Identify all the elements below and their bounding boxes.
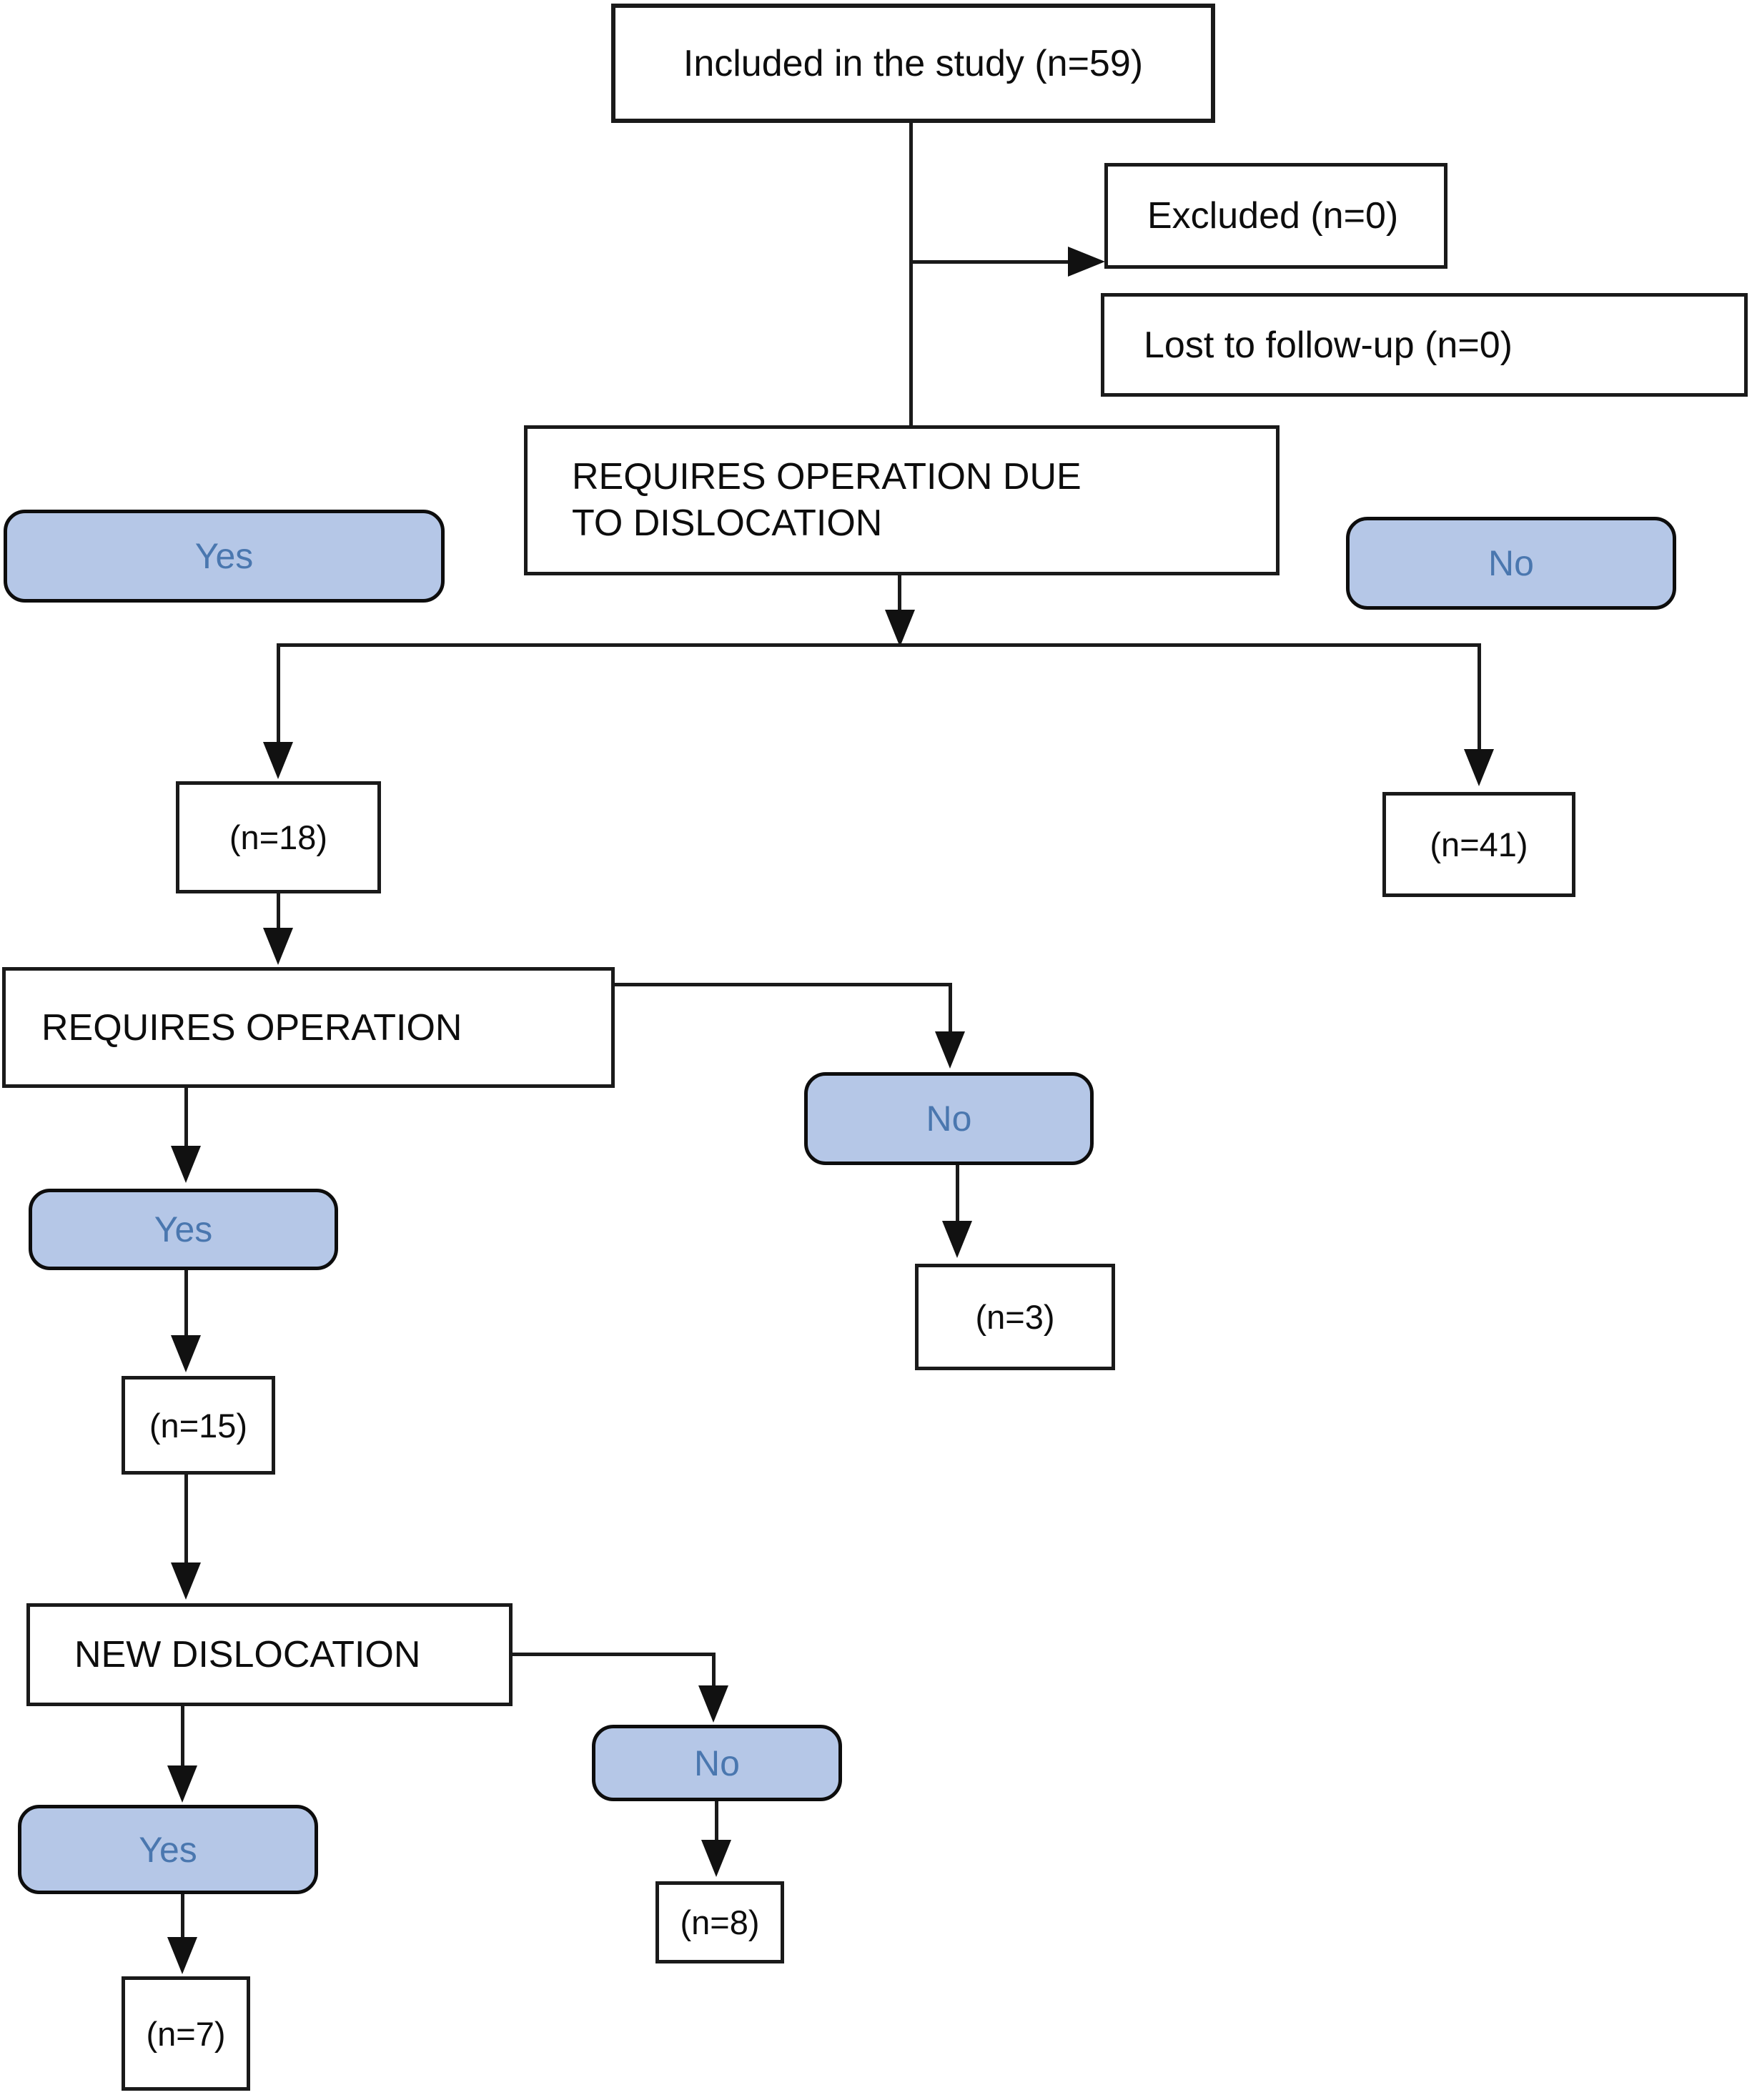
connector-yes3-to-n7 [181, 1894, 184, 1940]
decision-no2-label: No [926, 1099, 972, 1139]
flow-node-lost-label: Lost to follow-up (n=0) [1144, 324, 1513, 366]
connector-no2-to-n3 [956, 1165, 959, 1224]
arrowhead-no2-icon [935, 1031, 965, 1069]
flow-node-n7-label: (n=7) [146, 2014, 226, 2053]
connector-new-dislocation-to-yes [181, 1706, 184, 1768]
arrowhead-yes3-icon [167, 1765, 197, 1803]
connector-requires-operation-to-yes [184, 1088, 188, 1149]
flow-node-n3: (n=3) [915, 1264, 1115, 1370]
flow-node-new-dislocation: NEW DISLOCATION [26, 1603, 513, 1706]
flow-node-n15: (n=15) [122, 1376, 275, 1475]
decision-no3-label: No [694, 1743, 740, 1783]
connector-branch-to-n18 [277, 643, 280, 745]
arrowhead-n3-icon [942, 1221, 972, 1258]
flow-node-included: Included in the study (n=59) [611, 4, 1215, 123]
flow-node-n8-label: (n=8) [680, 1903, 760, 1941]
connector-no3-to-n8 [715, 1801, 718, 1843]
flow-node-n41-label: (n=41) [1430, 826, 1528, 863]
connector-new-dislocation-to-no-h [513, 1653, 716, 1656]
flow-node-n3-label: (n=3) [975, 1298, 1055, 1336]
decision-yes2-label: Yes [154, 1209, 213, 1249]
arrowhead-n7-icon [167, 1937, 197, 1974]
flow-node-included-label: Included in the study (n=59) [683, 42, 1144, 84]
connector-included-to-requires-op [909, 123, 913, 427]
flow-node-requires-operation-label: REQUIRES OPERATION [41, 1006, 462, 1049]
arrowhead-new-dislocation-icon [171, 1562, 201, 1600]
flow-node-requires-operation: REQUIRES OPERATION [2, 967, 615, 1088]
connector-new-dislocation-to-no-v [712, 1653, 716, 1688]
arrowhead-n18-icon [263, 742, 293, 779]
arrowhead-n15-icon [171, 1335, 201, 1372]
decision-yes3-label: Yes [139, 1829, 197, 1870]
flow-node-n18-label: (n=18) [229, 818, 328, 856]
flow-node-n7: (n=7) [122, 1976, 250, 2091]
arrowhead-no3-icon [698, 1685, 728, 1723]
arrowhead-branch-icon [885, 610, 915, 647]
connector-requires-op-to-branch [898, 575, 901, 613]
flow-node-excluded-label: Excluded (n=0) [1147, 195, 1399, 237]
arrowhead-yes2-icon [171, 1146, 201, 1183]
flow-node-n8: (n=8) [655, 1881, 784, 1963]
flow-node-excluded: Excluded (n=0) [1104, 163, 1447, 269]
arrowhead-n41-icon [1464, 749, 1494, 786]
flow-node-new-dislocation-label: NEW DISLOCATION [74, 1634, 421, 1675]
arrowhead-requires-operation-icon [263, 928, 293, 965]
connector-n15-to-new-dislocation [184, 1475, 188, 1565]
decision-yes-new-dislocation: Yes [18, 1805, 318, 1894]
flow-node-n15-label: (n=15) [149, 1406, 248, 1445]
decision-no-operation: No [804, 1072, 1094, 1165]
flow-node-n18: (n=18) [176, 781, 381, 893]
connector-requires-operation-to-no-v [949, 983, 952, 1034]
connector-to-excluded [911, 260, 1072, 264]
connector-requires-operation-to-no-h [615, 983, 952, 986]
arrowhead-n8-icon [701, 1840, 731, 1877]
arrowhead-excluded-icon [1068, 247, 1105, 277]
flow-node-n41: (n=41) [1382, 792, 1575, 897]
flow-node-requires-operation-due-to-dislocation: REQUIRES OPERATION DUE TO DISLOCATION [524, 425, 1280, 575]
connector-yes2-to-n15 [184, 1270, 188, 1338]
decision-yes-operation: Yes [29, 1189, 338, 1270]
decision-no-dislocation: No [1346, 517, 1676, 610]
decision-yes-dislocation: Yes [4, 510, 445, 603]
decision-yes1-label: Yes [194, 536, 254, 576]
flow-node-lost-to-follow-up: Lost to follow-up (n=0) [1101, 293, 1748, 397]
decision-no1-label: No [1488, 543, 1534, 583]
decision-no-new-dislocation: No [592, 1725, 842, 1801]
connector-branch-to-n41 [1478, 643, 1481, 752]
flow-node-rodd-label: REQUIRES OPERATION DUE TO DISLOCATION [572, 456, 1082, 544]
branch-line-yes-no [277, 643, 1480, 647]
connector-n18-to-requires-operation [277, 893, 280, 931]
